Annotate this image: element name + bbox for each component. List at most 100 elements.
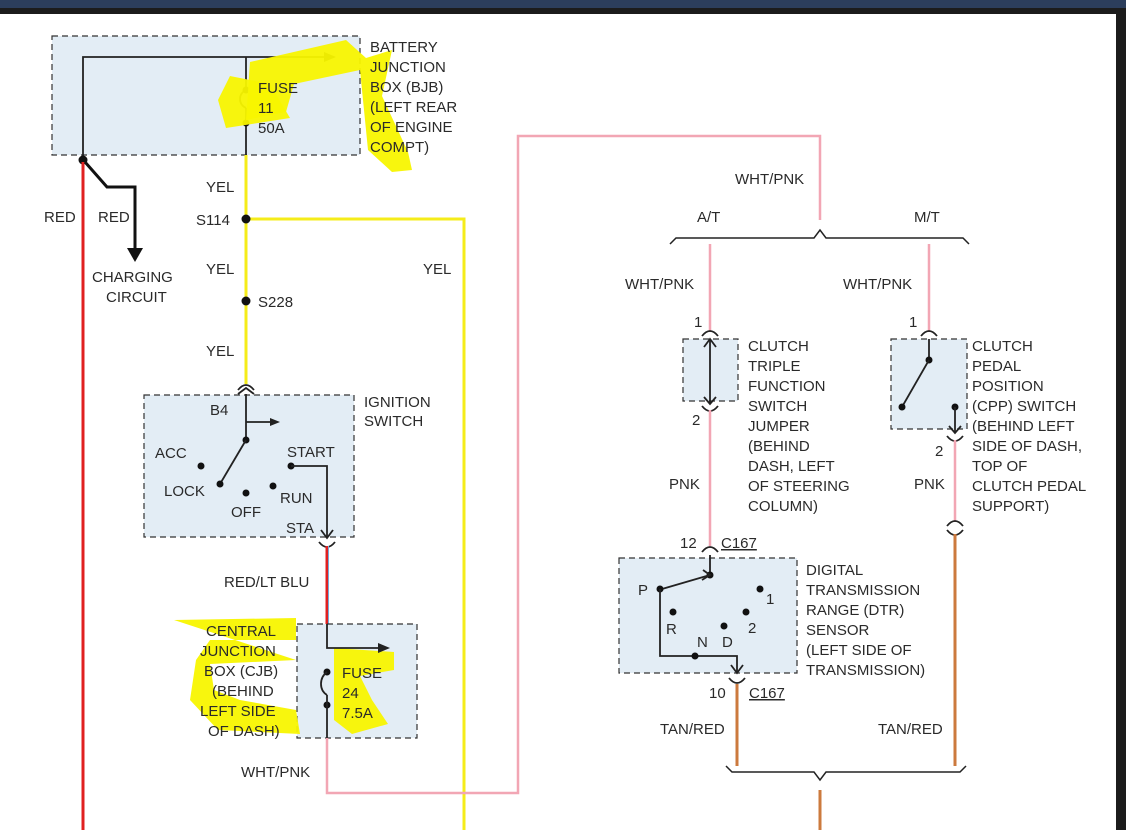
tan-red-brace <box>725 765 967 782</box>
dtr-n-label: N <box>697 634 708 651</box>
ignition-wiper <box>219 439 247 485</box>
cpp-inline-connector <box>946 520 964 536</box>
dtr-p-label: P <box>638 582 648 599</box>
dtr-out-arrow <box>730 664 744 675</box>
b4-label: B4 <box>210 402 228 419</box>
cjb-highlight-fuse <box>334 648 394 734</box>
wht-pnk-at-label: WHT/PNK <box>625 276 694 293</box>
bjb-label-5: OF ENGINE <box>370 119 453 136</box>
bjb-label-3: BOX (BJB) <box>370 79 443 96</box>
dtr-label-1: DIGITAL <box>806 562 863 579</box>
fuse11-label-3: 50A <box>258 120 285 137</box>
dtr-pin10-connector <box>728 677 746 684</box>
dtr-label-5: (LEFT SIDE OF <box>806 642 912 659</box>
ignition-start-path <box>291 465 328 538</box>
dtr-d-label: D <box>722 634 733 651</box>
window-right-border <box>1116 8 1126 830</box>
fuse11-highlight <box>218 76 290 128</box>
yel-label-right: YEL <box>423 261 451 278</box>
window-top-border <box>0 8 1126 14</box>
cpp-out-arrow <box>948 425 962 435</box>
c167-bottom-label: C167 <box>749 685 785 702</box>
bjb-label-4: (LEFT REAR <box>370 99 457 116</box>
cpp-label-4: (CPP) SWITCH <box>972 398 1076 415</box>
ignition-sta-arrow <box>320 529 334 540</box>
ignition-off-contact <box>242 489 250 497</box>
pnk-mt-label: PNK <box>914 476 945 493</box>
ignition-b4-connector <box>237 384 255 395</box>
red-wire-right-label: RED <box>98 209 130 226</box>
dtr-r-contact <box>669 608 677 616</box>
ignition-run-contact <box>269 482 277 490</box>
bjb-label-1: BATTERY <box>370 39 438 56</box>
cjb-internal-bus <box>326 624 380 649</box>
bjb-label-6: COMPT) <box>370 139 429 156</box>
tan-red-at-label: TAN/RED <box>660 721 725 738</box>
splice-s114 <box>241 214 251 224</box>
lock-label: LOCK <box>164 483 205 500</box>
start-label: START <box>287 444 335 461</box>
fuse24-label-2: 24 <box>342 685 359 702</box>
yel-label-1: YEL <box>206 179 234 196</box>
run-label: RUN <box>280 490 313 507</box>
acc-label: ACC <box>155 445 187 462</box>
cpp-label-6: SIDE OF DASH, <box>972 438 1082 455</box>
cpp-label-7: TOP OF <box>972 458 1027 475</box>
dtr-selector-arrow <box>701 569 712 581</box>
at-mt-brace <box>669 228 970 245</box>
bjb-label-2: JUNCTION <box>370 59 446 76</box>
bjb-internal-bus <box>82 56 325 158</box>
cpp-label-5: (BEHIND LEFT <box>972 418 1075 435</box>
off-label: OFF <box>231 504 261 521</box>
tan-red-mt-label: TAN/RED <box>878 721 943 738</box>
sta-label: STA <box>286 520 314 537</box>
ignition-acc-contact <box>197 462 205 470</box>
jumper-pin2-label: 2 <box>692 412 700 429</box>
ignition-b4-arrow <box>270 418 280 426</box>
dtr-r-label: R <box>666 621 677 638</box>
cpp-contact-open <box>898 403 906 411</box>
ignition-label-1: IGNITION <box>364 394 431 411</box>
jumper-label-9: COLUMN) <box>748 498 818 515</box>
dtr-d-contact <box>720 622 728 630</box>
dtr-label-2: TRANSMISSION <box>806 582 920 599</box>
dtr-label-4: SENSOR <box>806 622 870 639</box>
jumper-label-3: FUNCTION <box>748 378 826 395</box>
cjb-label-3: BOX (CJB) <box>204 663 278 680</box>
c167-top-label: C167 <box>721 535 757 552</box>
splice-s228 <box>241 296 251 306</box>
s114-label: S114 <box>196 212 230 229</box>
jumper-link-arrow-top <box>703 337 717 348</box>
jumper-pin1-label: 1 <box>694 314 702 331</box>
cjb-label-4: (BEHIND <box>212 683 274 700</box>
fuse24-label-1: FUSE <box>342 665 382 682</box>
wht-pnk-mt-label: WHT/PNK <box>843 276 912 293</box>
s228-label: S228 <box>258 294 293 311</box>
fuse11-label-2: 11 <box>258 100 274 117</box>
fuse11-label-1: FUSE <box>258 80 298 97</box>
cpp-label-8: CLUTCH PEDAL <box>972 478 1086 495</box>
cpp-pin1-label: 1 <box>909 314 917 331</box>
jumper-label-8: OF STEERING <box>748 478 850 495</box>
cpp-label-3: POSITION <box>972 378 1044 395</box>
dtr-selector <box>661 574 711 590</box>
jumper-label-2: TRIPLE <box>748 358 801 375</box>
cpp-blade <box>901 359 930 408</box>
cjb-label-2: JUNCTION <box>200 643 276 660</box>
bjb-highlight <box>246 40 412 172</box>
mt-label: M/T <box>914 209 940 226</box>
fuse24-symbol <box>320 671 328 696</box>
dtr-1-contact <box>756 585 764 593</box>
ignition-label-2: SWITCH <box>364 413 423 430</box>
cjb-highlight-main <box>174 618 300 734</box>
wht-pnk-top-label: WHT/PNK <box>735 171 804 188</box>
yellow-wire-branch <box>246 217 466 830</box>
cpp-label-2: PEDAL <box>972 358 1021 375</box>
cjb-label-1: CENTRAL <box>206 623 276 640</box>
pin12-label: 12 <box>680 535 697 552</box>
dtr-pin12-connector <box>701 546 719 553</box>
at-label: A/T <box>697 209 720 226</box>
yel-label-2: YEL <box>206 261 234 278</box>
